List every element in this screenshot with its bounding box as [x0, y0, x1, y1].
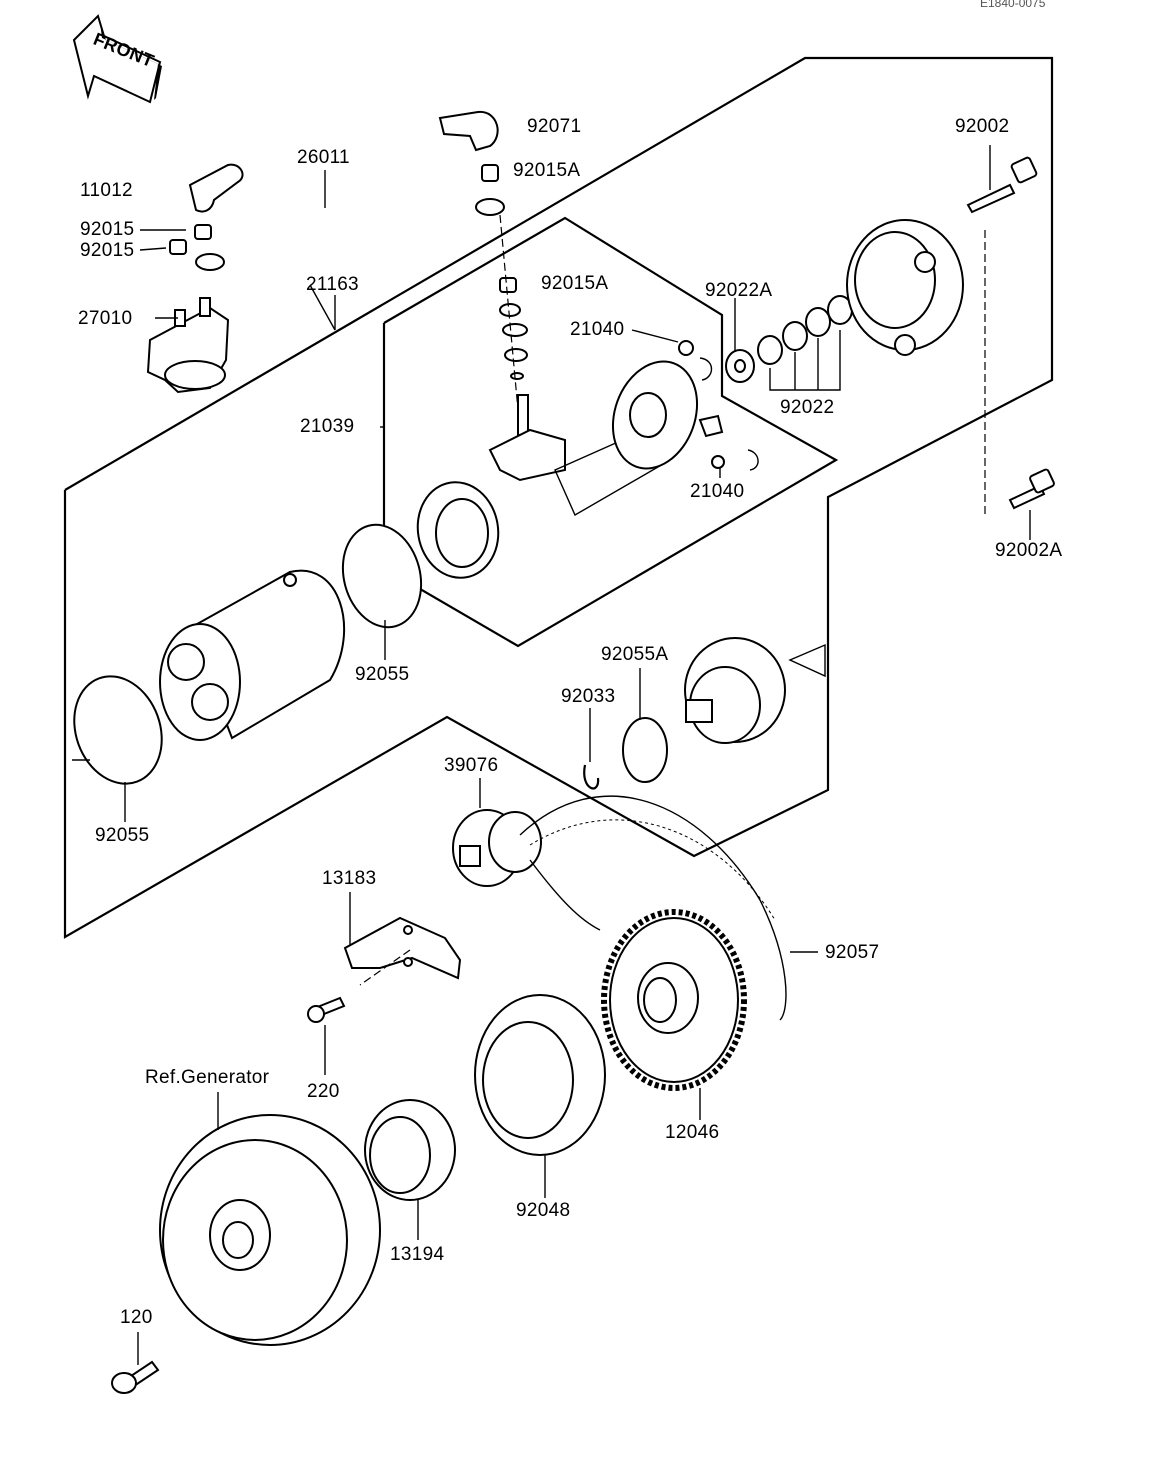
- bolt-120: [111, 1360, 160, 1394]
- starter-relay: [146, 297, 230, 394]
- brush-holder: [488, 360, 699, 516]
- idler-gear: [452, 809, 542, 887]
- one-way-clutch: [364, 1099, 456, 1201]
- label-92055-mid: 92055: [355, 664, 410, 685]
- leader-lines: [72, 170, 818, 1365]
- nut-92015A-top: [481, 164, 499, 182]
- end-cover-ring: [416, 481, 500, 579]
- label-26011: 26011: [297, 147, 350, 168]
- bolt-92002: [966, 145, 1038, 515]
- label-92022: 92022: [780, 397, 835, 418]
- starter-chain: [519, 795, 787, 1021]
- label-92055-left: 92055: [95, 825, 150, 846]
- label-ref-generator: Ref.Generator: [145, 1067, 270, 1088]
- label-92022A: 92022A: [705, 280, 773, 301]
- bolt-92002A: [1008, 468, 1055, 540]
- label-27010: 27010: [78, 308, 133, 329]
- label-39076: 39076: [444, 755, 499, 776]
- label-92002A: 92002A: [995, 540, 1063, 561]
- label-92015-b: 92015: [80, 240, 135, 261]
- circlip-92033: [583, 764, 600, 790]
- label-92055A: 92055A: [601, 644, 669, 665]
- starter-cable: [195, 175, 505, 271]
- label-21040-bot: 21040: [690, 481, 745, 502]
- label-92002: 92002: [955, 116, 1010, 137]
- clutch-housing: [474, 994, 606, 1156]
- label-21163: 21163: [306, 274, 359, 295]
- label-92048: 92048: [516, 1200, 571, 1221]
- nut-92015-b: [169, 239, 187, 255]
- o-ring-92055-mid: [341, 523, 423, 629]
- terminal-boot: [438, 110, 499, 152]
- bracket: [343, 916, 462, 986]
- label-120: 120: [120, 1307, 153, 1328]
- label-13194: 13194: [390, 1244, 445, 1265]
- front-cover-92055A: [622, 637, 826, 783]
- label-12046: 12046: [665, 1122, 720, 1143]
- label-92057: 92057: [825, 942, 880, 963]
- label-13183: 13183: [322, 868, 377, 889]
- label-92015-a: 92015: [80, 219, 135, 240]
- front-arrow-icon: [72, 14, 162, 104]
- washers-92022: [725, 295, 853, 391]
- label-92015A-top: 92015A: [513, 160, 581, 181]
- starter-sprocket: [601, 909, 747, 1091]
- terminal-washer-stack: [499, 214, 528, 411]
- brush-springs-21040: [678, 340, 759, 471]
- rear-end-cover: [846, 219, 964, 356]
- label-220: 220: [307, 1081, 340, 1102]
- relay-cap: [188, 163, 244, 213]
- o-ring-92055-left: [73, 675, 163, 785]
- nut-92015-a: [194, 224, 212, 240]
- label-92033: 92033: [561, 686, 616, 707]
- label-92015A-mid: 92015A: [541, 273, 609, 294]
- label-11012: 11012: [80, 180, 133, 201]
- generator-rotor: [159, 1114, 381, 1346]
- diagram-code: E1840-0075: [980, 0, 1046, 10]
- label-21039: 21039: [300, 416, 355, 437]
- label-21040-top: 21040: [570, 319, 625, 340]
- starter-yoke: [159, 569, 345, 741]
- label-92071: 92071: [527, 116, 582, 137]
- starter-assembly-outline: [63, 56, 1054, 939]
